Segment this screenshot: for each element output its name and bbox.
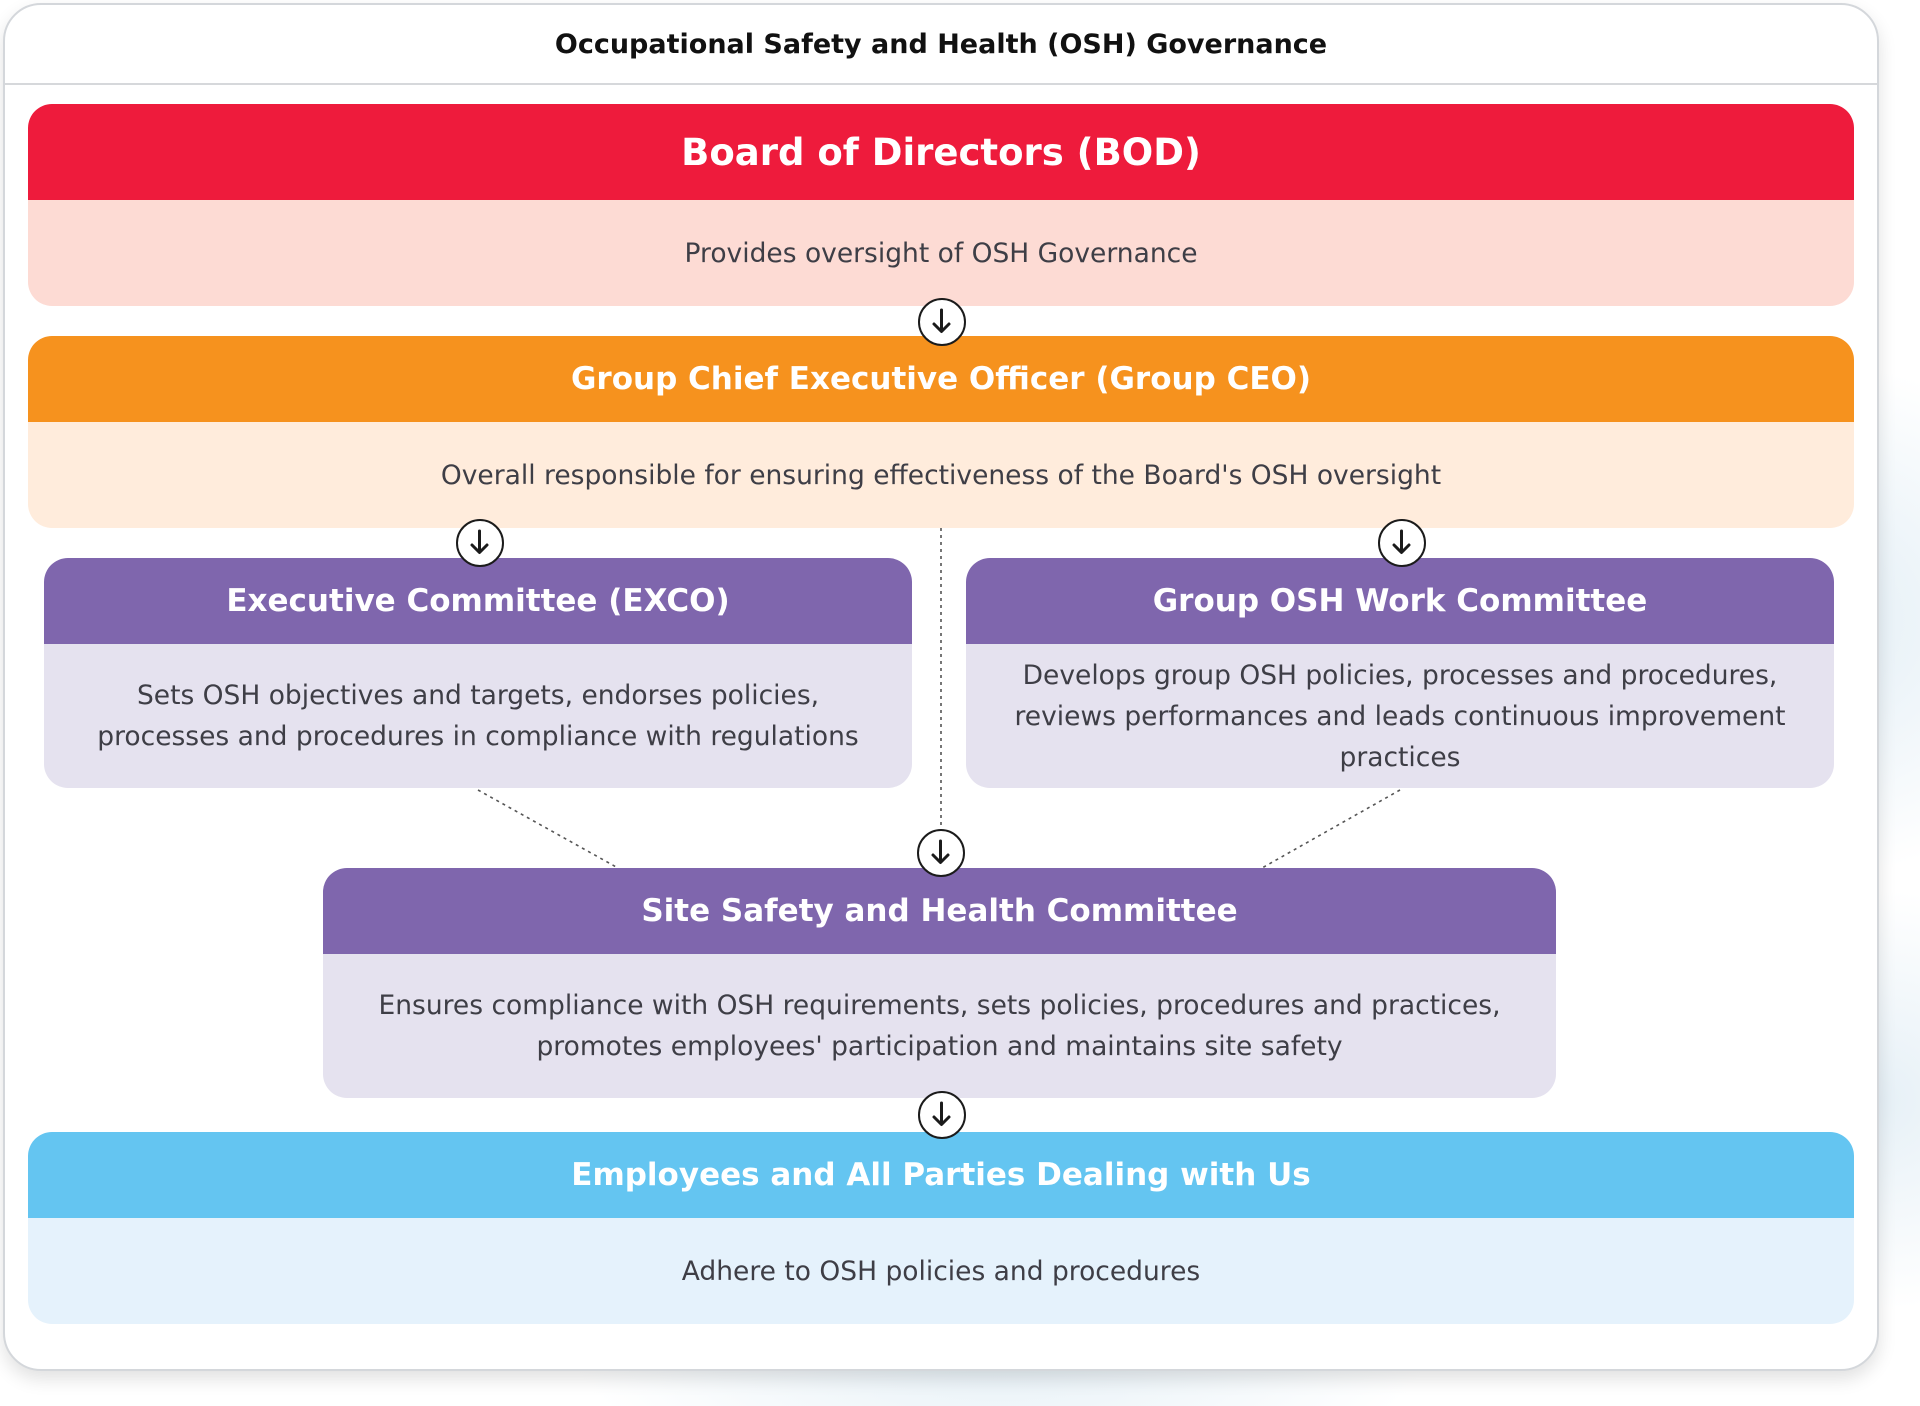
connector-exco-to-site bbox=[477, 789, 619, 869]
connector-osh-work-to-site bbox=[1261, 789, 1401, 869]
node-employees: Employees and All Parties Dealing with U… bbox=[28, 1132, 1854, 1324]
node-ceo: Group Chief Executive Officer (Group CEO… bbox=[28, 336, 1854, 528]
node-exco: Executive Committee (EXCO) Sets OSH obje… bbox=[44, 558, 912, 788]
node-site-heading: Site Safety and Health Committee bbox=[323, 868, 1556, 954]
arrow-down-circle-icon bbox=[917, 829, 965, 877]
diagram-title: Occupational Safety and Health (OSH) Gov… bbox=[5, 5, 1877, 85]
node-site-description: Ensures compliance with OSH requirements… bbox=[323, 954, 1556, 1098]
node-exco-heading: Executive Committee (EXCO) bbox=[44, 558, 912, 644]
node-employees-description: Adhere to OSH policies and procedures bbox=[28, 1218, 1854, 1324]
arrow-down-circle-icon bbox=[918, 1091, 966, 1139]
node-bod: Board of Directors (BOD) Provides oversi… bbox=[28, 104, 1854, 306]
node-employees-heading: Employees and All Parties Dealing with U… bbox=[28, 1132, 1854, 1218]
node-ceo-description: Overall responsible for ensuring effecti… bbox=[28, 422, 1854, 528]
node-ceo-heading: Group Chief Executive Officer (Group CEO… bbox=[28, 336, 1854, 422]
arrow-down-circle-icon bbox=[456, 519, 504, 567]
node-site: Site Safety and Health Committee Ensures… bbox=[323, 868, 1556, 1098]
arrow-down-circle-icon bbox=[1378, 519, 1426, 567]
arrow-down-circle-icon bbox=[918, 298, 966, 346]
node-exco-description: Sets OSH objectives and targets, endorse… bbox=[44, 644, 912, 788]
node-osh-work-description: Develops group OSH policies, processes a… bbox=[966, 644, 1834, 788]
node-osh-work-heading: Group OSH Work Committee bbox=[966, 558, 1834, 644]
node-osh-work: Group OSH Work Committee Develops group … bbox=[966, 558, 1834, 788]
node-bod-description: Provides oversight of OSH Governance bbox=[28, 200, 1854, 306]
node-bod-heading: Board of Directors (BOD) bbox=[28, 104, 1854, 200]
